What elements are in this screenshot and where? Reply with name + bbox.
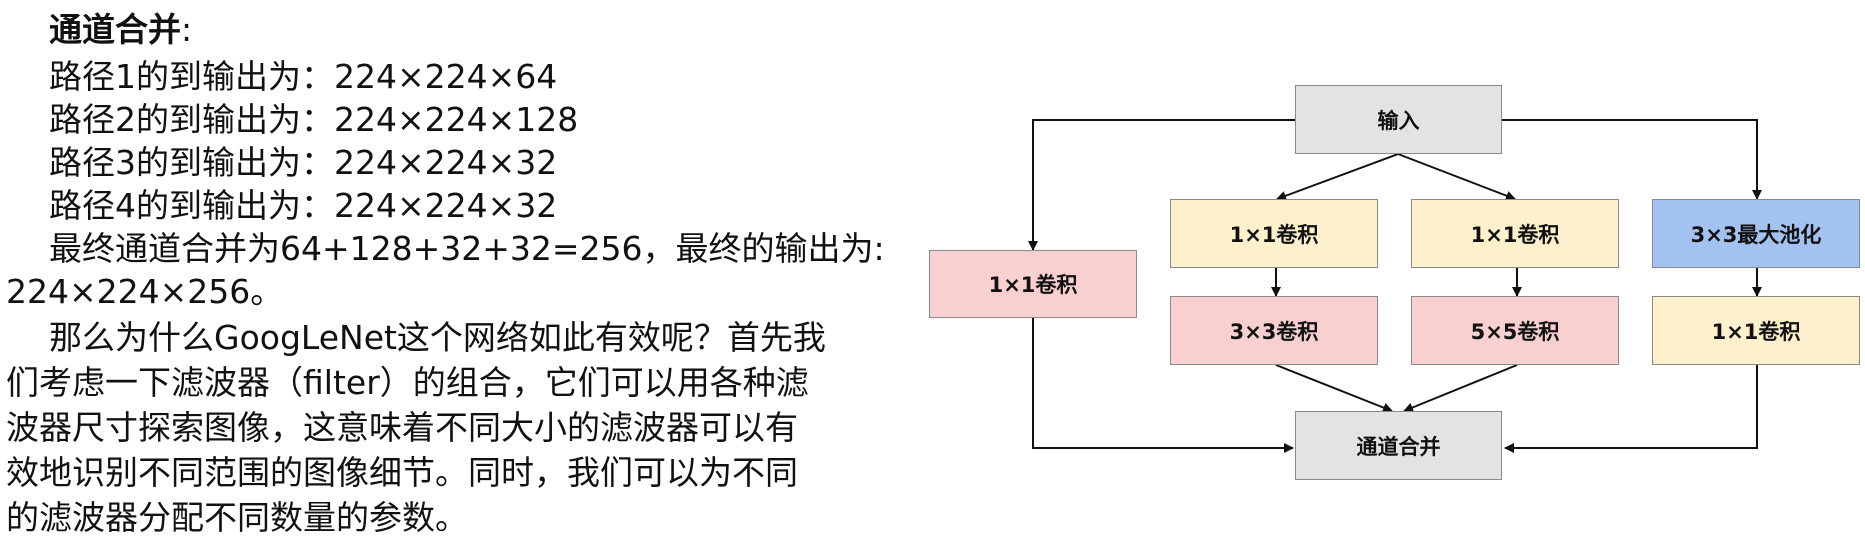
final-line-1: 最终通道合并为64+128+32+32=256，最终的输出为: [49, 229, 885, 268]
paragraph-line-4: 效地识别不同范围的图像细节。同时，我们可以为不同 [6, 453, 798, 492]
paragraph-line-3: 波器尺寸探索图像，这意味着不同大小的滤波器可以有 [6, 408, 798, 447]
branch2-conv1x1-box: 1×1卷积 [1170, 199, 1378, 268]
path1-line: 路径1的到输出为：224×224×64 [49, 57, 558, 96]
branch2-conv3x3-box: 3×3卷积 [1170, 296, 1378, 365]
text-panel: 通道合并: 路径1的到输出为：224×224×64 路径2的到输出为：224×2… [0, 0, 910, 549]
arrow-branch2-to-concat [1275, 364, 1393, 413]
arrow-branch1-to-concat [1032, 318, 1294, 453]
arrow-branch3-to-concat [1403, 364, 1518, 413]
path3-line: 路径3的到输出为：224×224×32 [49, 143, 558, 182]
arrow-input-to-branch1 [1028, 119, 1295, 251]
paragraph-line-1: 那么为什么GoogLeNet这个网络如此有效呢？首先我 [49, 318, 826, 357]
section-heading-colon: : [181, 10, 193, 49]
branch4-maxpool-box: 3×3最大池化 [1652, 199, 1860, 268]
input-box: 输入 [1295, 85, 1502, 154]
section-heading: 通道合并: [49, 10, 192, 50]
paragraph-line-2: 们考虑一下滤波器（filter）的组合，它们可以用各种滤 [6, 363, 809, 402]
arrow-input-to-branch4 [1502, 119, 1762, 200]
branch1-conv1x1-box: 1×1卷积 [929, 250, 1137, 318]
section-heading-title: 通道合并 [49, 10, 181, 49]
branch4-conv1x1-box: 1×1卷积 [1652, 296, 1860, 365]
arrow-input-to-branch3 [1397, 153, 1516, 201]
arrow-branch4-to-concat [1504, 365, 1758, 453]
path4-line: 路径4的到输出为：224×224×32 [49, 186, 558, 225]
branch3-conv5x5-box: 5×5卷积 [1411, 296, 1619, 365]
final-line-2: 224×224×256。 [6, 272, 284, 311]
arrow-input-to-branch2 [1276, 153, 1399, 201]
branch3-conv1x1-box: 1×1卷积 [1411, 199, 1619, 268]
paragraph-line-5: 的滤波器分配不同数量的参数。 [6, 498, 468, 537]
path2-line: 路径2的到输出为：224×224×128 [49, 100, 579, 139]
concat-box: 通道合并 [1295, 411, 1502, 480]
